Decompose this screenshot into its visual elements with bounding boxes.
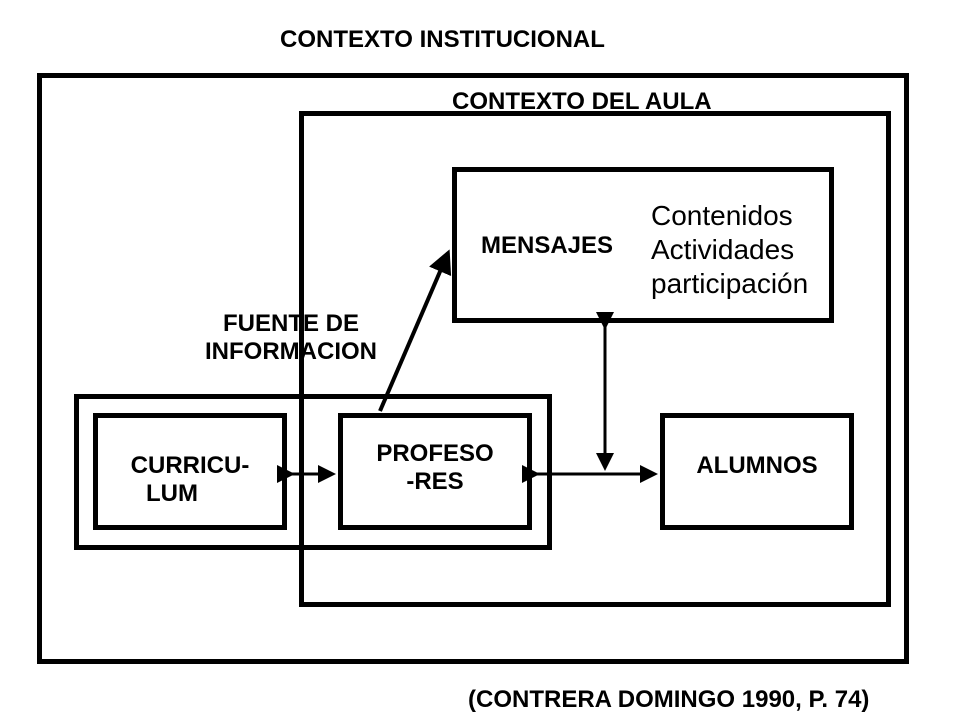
institutional-context-title: CONTEXTO INSTITUCIONAL [280, 26, 605, 53]
teachers-to-messages-arrow [378, 249, 452, 412]
curriculum-label: CURRICU- LUM [93, 452, 287, 508]
teachers-label: PROFESO -RES [338, 440, 532, 496]
messages-label: MENSAJES [481, 232, 614, 259]
messages-item-actividades: Actividades [651, 234, 795, 265]
teachers-line2: -RES [406, 468, 464, 495]
citation: (CONTRERA DOMINGO 1990, P. 74) [468, 686, 870, 713]
institutional-context-frame [37, 73, 909, 664]
students-label: ALUMNOS [696, 452, 818, 479]
messages-content-list: Contenidos Actividades participación [651, 199, 808, 301]
classroom-context-frame [299, 111, 891, 607]
teachers-line1: PROFESO [376, 440, 494, 467]
curriculum-line2: LUM [146, 480, 198, 507]
information-source-label: FUENTE DE INFORMACION [186, 310, 396, 366]
classroom-context-title: CONTEXTO DEL AULA [452, 88, 712, 115]
messages-item-participacion: participación [651, 268, 809, 299]
information-source-line2: INFORMACION [205, 338, 377, 365]
students-box [660, 413, 854, 530]
curriculum-line1: CURRICU- [130, 452, 250, 479]
information-source-line1: FUENTE DE [222, 310, 359, 337]
messages-box [452, 167, 834, 323]
messages-item-contenidos: Contenidos [651, 200, 793, 231]
